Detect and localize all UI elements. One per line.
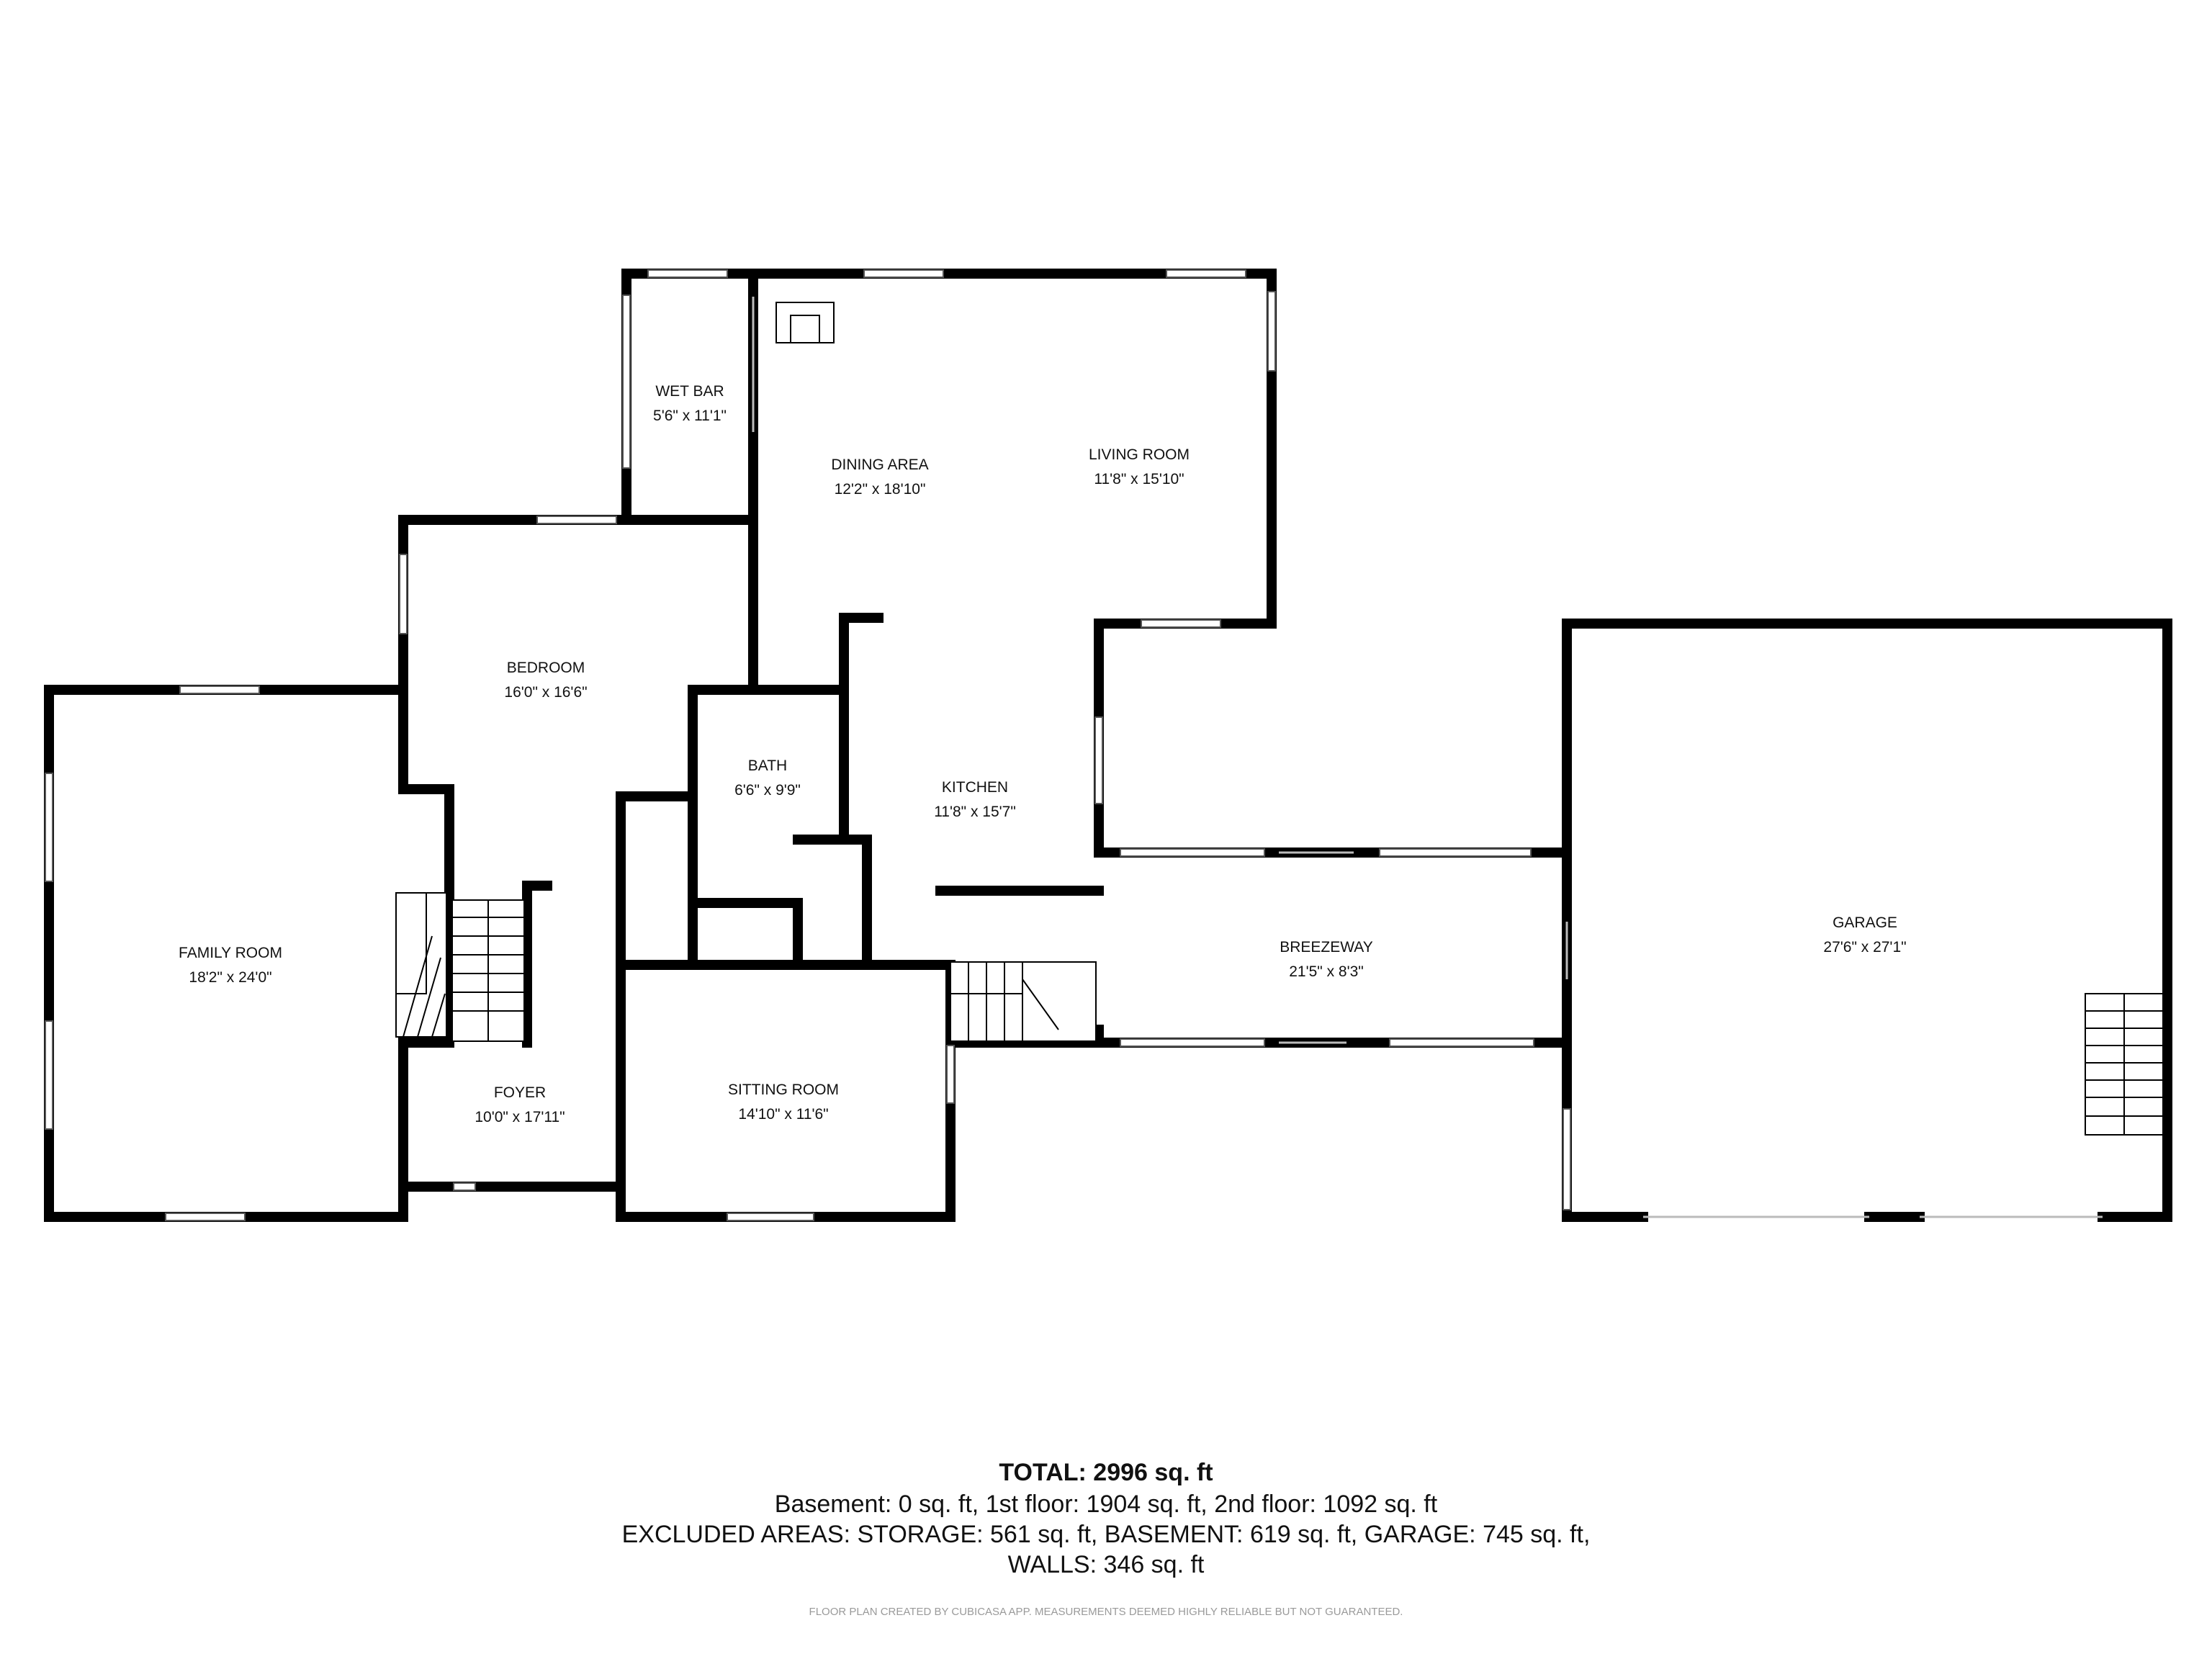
disclaimer: FLOOR PLAN CREATED BY CUBICASA APP. MEAS…: [809, 1606, 1403, 1618]
floor-areas: Basement: 0 sq. ft, 1st floor: 1904 sq. …: [774, 1491, 1438, 1518]
room-name: BREEZEWAY: [1280, 939, 1373, 956]
room-dims: 5'6" x 11'1": [653, 408, 727, 424]
room-family-room: FAMILY ROOM 18'2" x 24'0": [179, 945, 282, 986]
room-name: FAMILY ROOM: [179, 945, 282, 961]
room-living-room: LIVING ROOM 11'8" x 15'10": [1089, 446, 1190, 487]
room-dims: 21'5" x 8'3": [1289, 963, 1364, 980]
room-name: SITTING ROOM: [728, 1082, 839, 1098]
room-sitting-room: SITTING ROOM 14'10" x 11'6": [728, 1082, 839, 1123]
doors: [752, 297, 2103, 1218]
room-kitchen: KITCHEN 11'8" x 15'7": [934, 779, 1016, 820]
windows: [45, 269, 1571, 1221]
room-name: DINING AREA: [831, 457, 928, 473]
room-dims: 11'8" x 15'7": [934, 804, 1016, 820]
room-bath: BATH 6'6" x 9'9": [734, 757, 801, 799]
room-name: KITCHEN: [942, 779, 1008, 796]
stairs-foyer: [451, 899, 525, 1042]
room-bedroom: BEDROOM 16'0" x 16'6": [504, 660, 587, 701]
total-area: TOTAL: 2996 sq. ft: [999, 1459, 1213, 1486]
room-name: GARAGE: [1833, 914, 1897, 931]
room-garage: GARAGE 27'6" x 27'1": [1823, 914, 1906, 956]
room-name: LIVING ROOM: [1089, 446, 1190, 463]
room-foyer: FOYER 10'0" x 17'11": [475, 1084, 565, 1125]
walls: [44, 269, 2172, 1222]
room-wet-bar: WET BAR 5'6" x 11'1": [653, 383, 727, 424]
excluded-areas: EXCLUDED AREAS: STORAGE: 561 sq. ft, BAS…: [621, 1521, 1591, 1548]
room-name: WET BAR: [655, 383, 724, 400]
fireplace-dining: [775, 302, 835, 343]
room-dims: 16'0" x 16'6": [504, 684, 587, 701]
room-dims: 18'2" x 24'0": [189, 969, 271, 986]
room-name: BEDROOM: [507, 660, 585, 676]
room-dims: 12'2" x 18'10": [835, 481, 926, 498]
room-breezeway: BREEZEWAY 21'5" x 8'3": [1280, 939, 1373, 980]
walls-area: WALLS: 346 sq. ft: [1007, 1551, 1205, 1578]
stairs-kitchen: [950, 961, 1097, 1042]
room-dims: 11'8" x 15'10": [1094, 471, 1184, 487]
room-dims: 10'0" x 17'11": [475, 1109, 565, 1125]
room-dining-area: DINING AREA 12'2" x 18'10": [831, 457, 928, 498]
stairs-garage: [2085, 993, 2164, 1136]
fireplace-family-room: [395, 892, 447, 1038]
room-dims: 27'6" x 27'1": [1823, 939, 1906, 956]
room-name: BATH: [748, 757, 787, 774]
room-name: FOYER: [494, 1084, 546, 1101]
room-dims: 6'6" x 9'9": [734, 782, 801, 799]
room-dims: 14'10" x 11'6": [738, 1106, 828, 1123]
